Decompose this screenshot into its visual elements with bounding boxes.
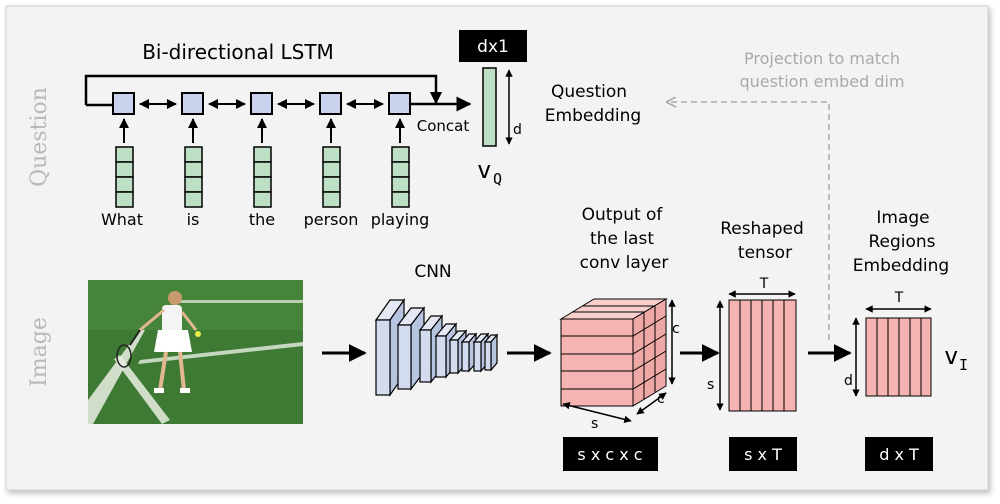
image-embedding-badge [865, 437, 933, 471]
question-vector-subscript: Q [493, 170, 502, 188]
conv-dim-s: s [591, 416, 598, 432]
question-embedding-caption-line2: Embedding [545, 106, 641, 126]
conv-dim-c-top: c [672, 321, 680, 337]
question-word: the [249, 210, 275, 229]
question-embedding-caption-line1: Question [551, 82, 627, 102]
lstm-cell [250, 92, 273, 115]
image-embedding-title-line2: Regions [868, 232, 935, 252]
row-label-question: Question [27, 87, 52, 187]
conv-output-title-line1: Output of [582, 205, 664, 225]
conv-dim-c-arrow-diagonal [636, 392, 667, 415]
conv-output-tensor [559, 298, 668, 407]
lstm-cells [112, 92, 411, 115]
lstm-bracket [84, 74, 443, 105]
row-label-image: Image [27, 317, 52, 387]
question-vector-symbol: v [477, 156, 491, 184]
reshaped-title-line1: Reshaped [720, 219, 804, 239]
image-embedding-dim-t: T [894, 290, 904, 306]
image-embedding-dim-d: d [844, 373, 853, 389]
projection-arrow [667, 102, 830, 340]
embedding-up-arrows [119, 118, 405, 143]
projection-label-line2: question embed dim [739, 72, 904, 91]
question-size-badge-text: dx1 [477, 37, 509, 57]
tennis-photo [88, 280, 303, 424]
image-embedding-badge-text: d x T [879, 445, 919, 464]
lstm-cell [388, 92, 411, 115]
image-embedding-tensor [865, 317, 932, 397]
question-size-badge [459, 30, 527, 62]
reshaped-tensor [728, 299, 797, 412]
conv-output-title-line3: conv layer [580, 253, 669, 273]
question-words: What is the person playing [101, 210, 429, 229]
cnn-layer [483, 333, 499, 372]
word-embedding-vector [115, 146, 134, 208]
image-embedding-title-line3: Embedding [853, 256, 949, 276]
question-word: is [187, 210, 200, 229]
word-embedding-vector [253, 146, 272, 208]
question-embedding-vector [482, 67, 497, 147]
conv-output-badge [563, 437, 658, 471]
conv-dim-s-arrow [562, 401, 632, 424]
concat-label: Concat [417, 117, 470, 135]
lstm-cell [319, 92, 342, 115]
cnn-label: CNN [414, 262, 451, 282]
word-embeddings [115, 146, 410, 208]
reshaped-badge-text: s x T [744, 445, 782, 464]
conv-output-badge-text: s x c x c [577, 445, 642, 464]
reshaped-dim-t: T [759, 276, 769, 292]
lstm-cell [181, 92, 204, 115]
word-embedding-vector [391, 146, 410, 208]
question-word: What [101, 210, 143, 229]
image-embedding-title-line1: Image [876, 208, 929, 228]
projection-label-line1: Projection to match [744, 49, 900, 68]
image-vector-symbol: v [944, 342, 958, 370]
question-word: playing [371, 210, 430, 229]
image-vector-subscript: I [959, 356, 968, 374]
reshaped-title-line2: tensor [738, 243, 792, 263]
conv-output-title-line2: the last [590, 229, 654, 249]
reshaped-badge [729, 437, 797, 471]
cnn-layers [374, 298, 499, 397]
lstm-cell [112, 92, 135, 115]
word-embedding-vector [184, 146, 203, 208]
question-word: person [304, 210, 359, 229]
conv-dim-c-bottom: c [657, 391, 665, 407]
reshaped-dim-s: s [707, 377, 714, 393]
question-dim-label: d [513, 122, 522, 138]
word-embedding-vector [322, 146, 341, 208]
lstm-title: Bi-directional LSTM [142, 40, 334, 64]
